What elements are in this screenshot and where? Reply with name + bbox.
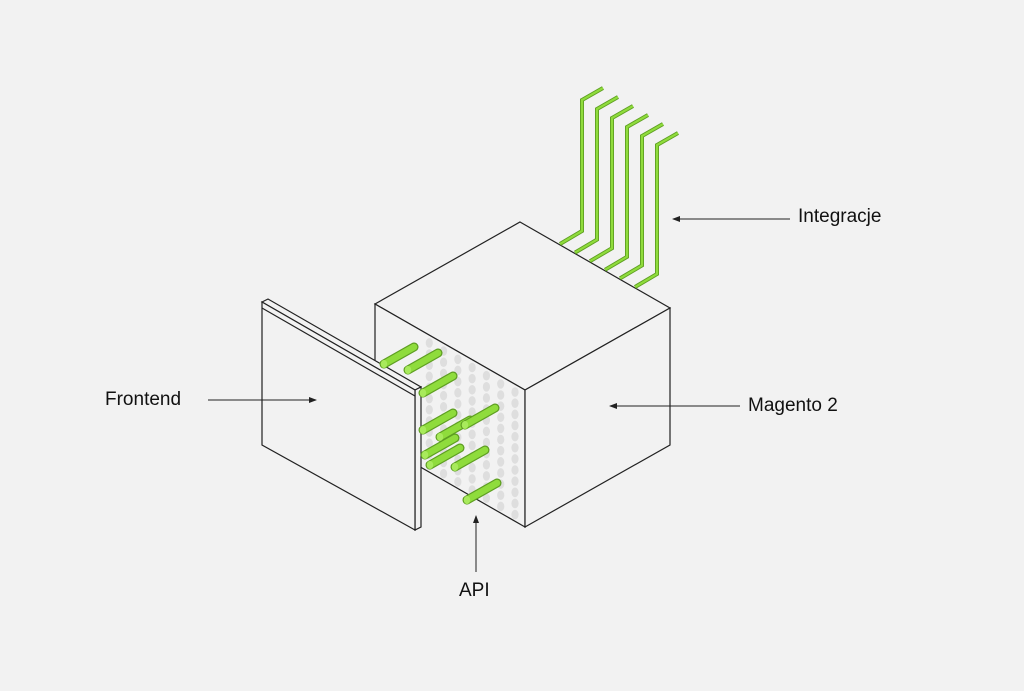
integration-line-highlight	[604, 114, 649, 271]
port-dot	[425, 338, 433, 348]
port-dot	[468, 396, 476, 406]
api-pin-body	[451, 446, 489, 471]
port-dot	[497, 501, 505, 512]
api-pin-cap	[419, 426, 427, 434]
api-label: API	[459, 580, 490, 601]
port-dot	[482, 382, 491, 392]
port-dot	[497, 434, 505, 445]
port-dot	[497, 379, 505, 389]
api-pin-cap	[419, 389, 427, 397]
api-pin-body	[404, 349, 442, 374]
port-dot	[482, 471, 491, 481]
port-dot	[497, 390, 505, 400]
api-pin-body	[461, 404, 499, 429]
port-dot	[511, 420, 519, 431]
port-dot	[468, 407, 476, 417]
cube-right-face	[524, 306, 671, 529]
api-pins	[379, 342, 502, 505]
port-dot	[425, 404, 433, 415]
api-pin-cap	[380, 360, 388, 368]
api-pin-cap	[426, 461, 434, 469]
port-dot	[468, 384, 476, 395]
port-dot	[511, 476, 519, 486]
port-dot	[425, 393, 433, 404]
port-dot	[468, 362, 476, 373]
integration-line-highlight	[619, 123, 664, 280]
port-dot	[482, 437, 491, 448]
port-dot	[468, 440, 476, 451]
port-dot	[497, 423, 505, 434]
port-dot	[482, 393, 491, 403]
integration-line-highlight	[634, 132, 679, 288]
port-dot	[439, 390, 448, 401]
port-dot	[454, 399, 462, 409]
port-dot	[511, 487, 519, 498]
integration-line-highlight	[574, 96, 619, 254]
port-dot	[468, 429, 476, 440]
api-pin-cap	[463, 496, 471, 504]
port-dot	[497, 445, 505, 456]
port-dot	[497, 412, 505, 423]
port-dot	[454, 477, 462, 487]
api-pin-body	[419, 409, 457, 434]
port-dot	[454, 387, 462, 398]
api-pin-body	[421, 434, 459, 459]
api-pin-body	[426, 444, 464, 469]
port-dot	[468, 462, 476, 473]
port-dot	[425, 371, 433, 382]
integration-lines	[558, 86, 679, 289]
port-dot	[454, 354, 462, 365]
port-dot	[439, 402, 448, 412]
port-dot	[511, 465, 519, 475]
integrations-label: Integracje	[798, 206, 882, 227]
api-pin-cap	[436, 433, 444, 441]
port-dot	[511, 498, 519, 509]
port-dot	[511, 454, 519, 464]
api-pin-body	[419, 372, 457, 397]
port-dot	[511, 409, 519, 420]
port-dot	[468, 474, 476, 484]
port-dot	[425, 438, 433, 448]
port-dot	[511, 431, 519, 442]
port-dot	[482, 370, 491, 381]
port-dot	[497, 468, 505, 478]
integration-line-highlight	[559, 87, 604, 245]
api-pin-cap	[421, 451, 429, 459]
port-dot	[511, 509, 519, 520]
integration-line-highlight	[589, 105, 634, 263]
api-pin-cap	[451, 463, 459, 471]
port-dot	[439, 357, 448, 368]
port-dot	[511, 442, 519, 453]
frontend-label: Frontend	[105, 389, 182, 410]
port-dot	[511, 398, 519, 409]
port-dot	[497, 490, 505, 501]
port-dot	[497, 457, 505, 467]
port-dot	[482, 493, 491, 504]
api-pin-body	[380, 343, 418, 368]
port-dot	[511, 387, 519, 397]
api-pin-cap	[404, 366, 412, 374]
port-dot	[439, 468, 448, 479]
api-pin-cap	[461, 421, 469, 429]
port-dot	[482, 459, 491, 470]
api-pin-body	[463, 479, 501, 504]
port-dot	[482, 426, 491, 437]
port-dot	[468, 373, 476, 384]
magento-label: Magento 2	[748, 395, 838, 416]
